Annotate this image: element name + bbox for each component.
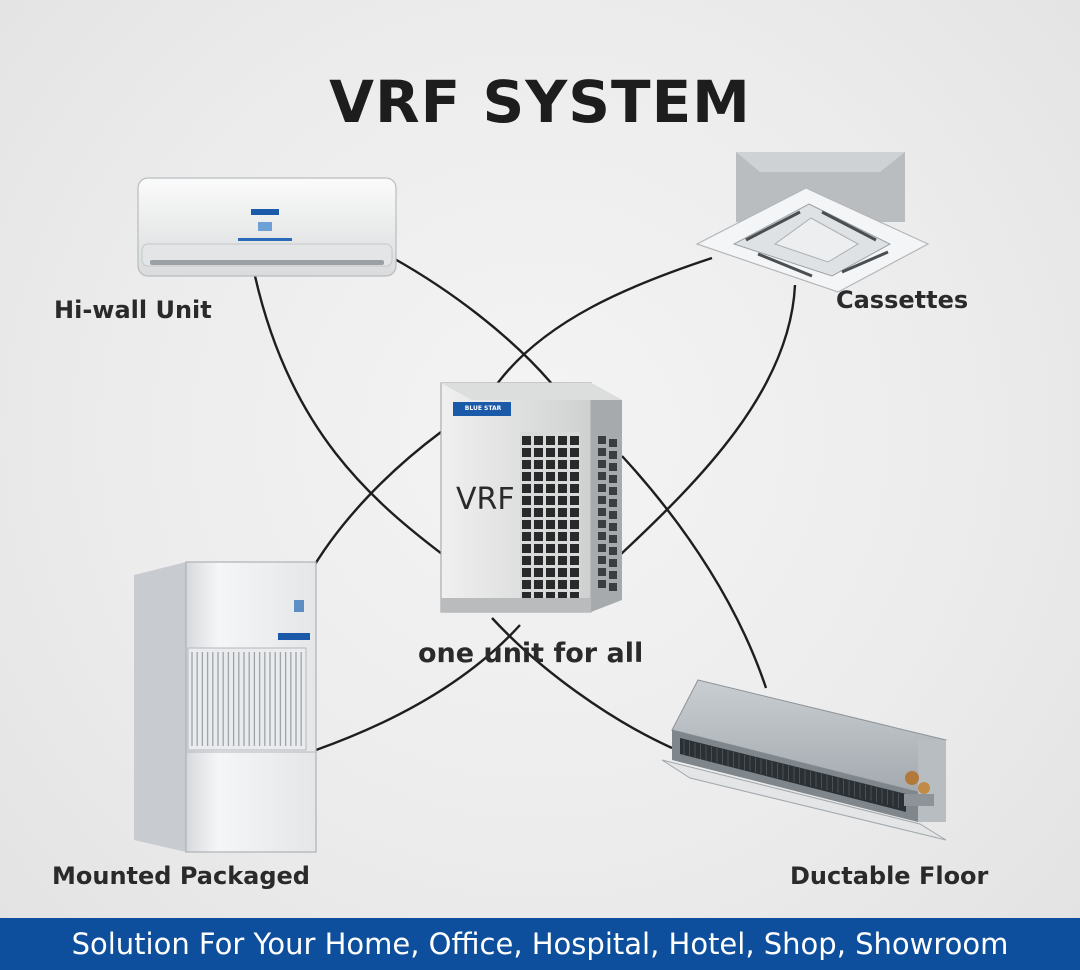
page-title: VRF SYSTEM: [329, 68, 751, 136]
vrf-brand-badge: BLUE STAR: [464, 405, 502, 412]
cassette-unit-icon: [695, 152, 930, 293]
label-cassettes: Cassettes: [836, 286, 969, 314]
line-cassette-to-vrf-top: [496, 256, 713, 385]
line-cassette-right-to-vrf: [619, 284, 797, 556]
line-packaged-bottom-to-vrf: [315, 624, 521, 752]
label-ductable-floor: Ductable Floor: [790, 862, 989, 890]
connection-lines: [253, 256, 797, 752]
line-hiwall-to-vrf-top: [392, 256, 553, 385]
packaged-unit-icon: [134, 561, 317, 853]
ductable-unit-icon: [661, 679, 947, 841]
footer-banner: Solution For Your Home, Office, Hospital…: [0, 918, 1080, 970]
label-mounted-packaged: Mounted Packaged: [52, 862, 310, 890]
vrf-unit-text: VRF: [456, 482, 515, 517]
line-vrf-to-ductable-left: [491, 617, 673, 750]
line-packaged-to-vrf: [306, 431, 442, 577]
line-vrf-to-ductable-top: [621, 455, 768, 689]
vrf-outdoor-unit-icon: [440, 382, 622, 613]
hi-wall-unit-icon: [137, 177, 397, 277]
label-hi-wall-unit: Hi-wall Unit: [54, 296, 212, 324]
center-caption: one unit for all: [418, 638, 644, 669]
line-hiwall-to-ductable: [253, 275, 451, 561]
